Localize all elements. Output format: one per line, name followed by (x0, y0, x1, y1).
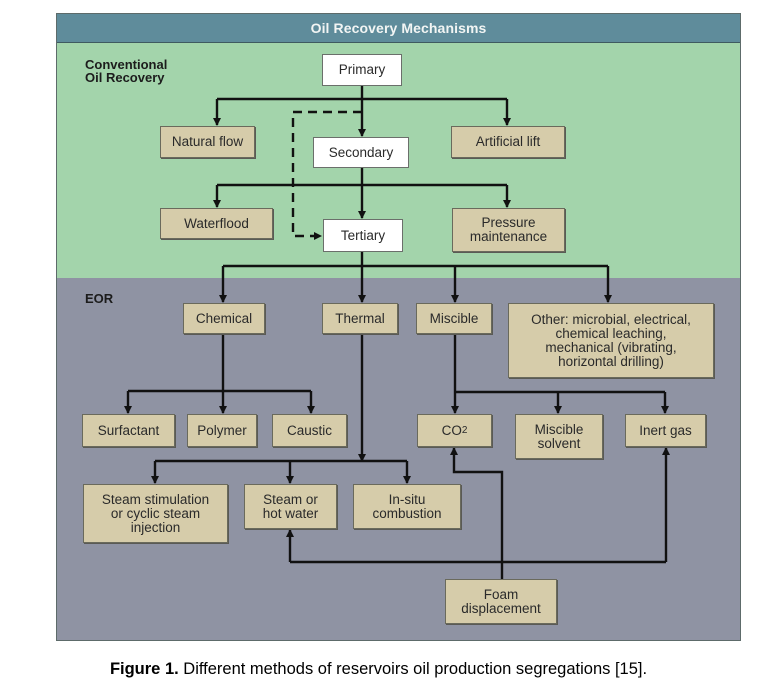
node-steam-stimulation: Steam stimulation or cyclic steam inject… (83, 484, 228, 543)
node-chemical: Chemical (183, 303, 265, 334)
node-miscible-solvent: Miscible solvent (515, 414, 603, 459)
caption-label: Figure 1. (109, 660, 179, 678)
node-primary: Primary (322, 54, 402, 86)
node-in-situ-combustion: In-situ combustion (353, 484, 461, 529)
node-thermal: Thermal (322, 303, 398, 334)
node-steam-hot-water: Steam or hot water (244, 484, 337, 529)
eor-section-label: EOR (85, 291, 114, 306)
node-pressure-maintenance: Pressure maintenance (452, 208, 565, 252)
node-waterflood: Waterflood (160, 208, 273, 239)
node-foam-displacement: Foam displacement (445, 579, 557, 624)
node-inert-gas: Inert gas (625, 414, 706, 447)
caption-text: Different methods of reservoirs oil prod… (178, 660, 648, 678)
node-secondary: Secondary (313, 137, 409, 168)
figure-caption: Figure 1. Different methods of reservoir… (0, 660, 757, 679)
node-artificial-lift: Artificial lift (451, 126, 565, 158)
node-natural-flow: Natural flow (160, 126, 255, 158)
diagram-title: Oil Recovery Mechanisms (57, 14, 740, 43)
node-caustic: Caustic (272, 414, 347, 447)
node-surfactant: Surfactant (82, 414, 175, 447)
node-other: Other: microbial, electrical, chemical l… (508, 303, 714, 378)
co2-label: CO (441, 422, 462, 438)
conventional-section-label: Conventional Oil Recovery (85, 57, 168, 85)
node-polymer: Polymer (187, 414, 257, 447)
node-tertiary: Tertiary (323, 219, 403, 252)
node-miscible: Miscible (416, 303, 492, 334)
